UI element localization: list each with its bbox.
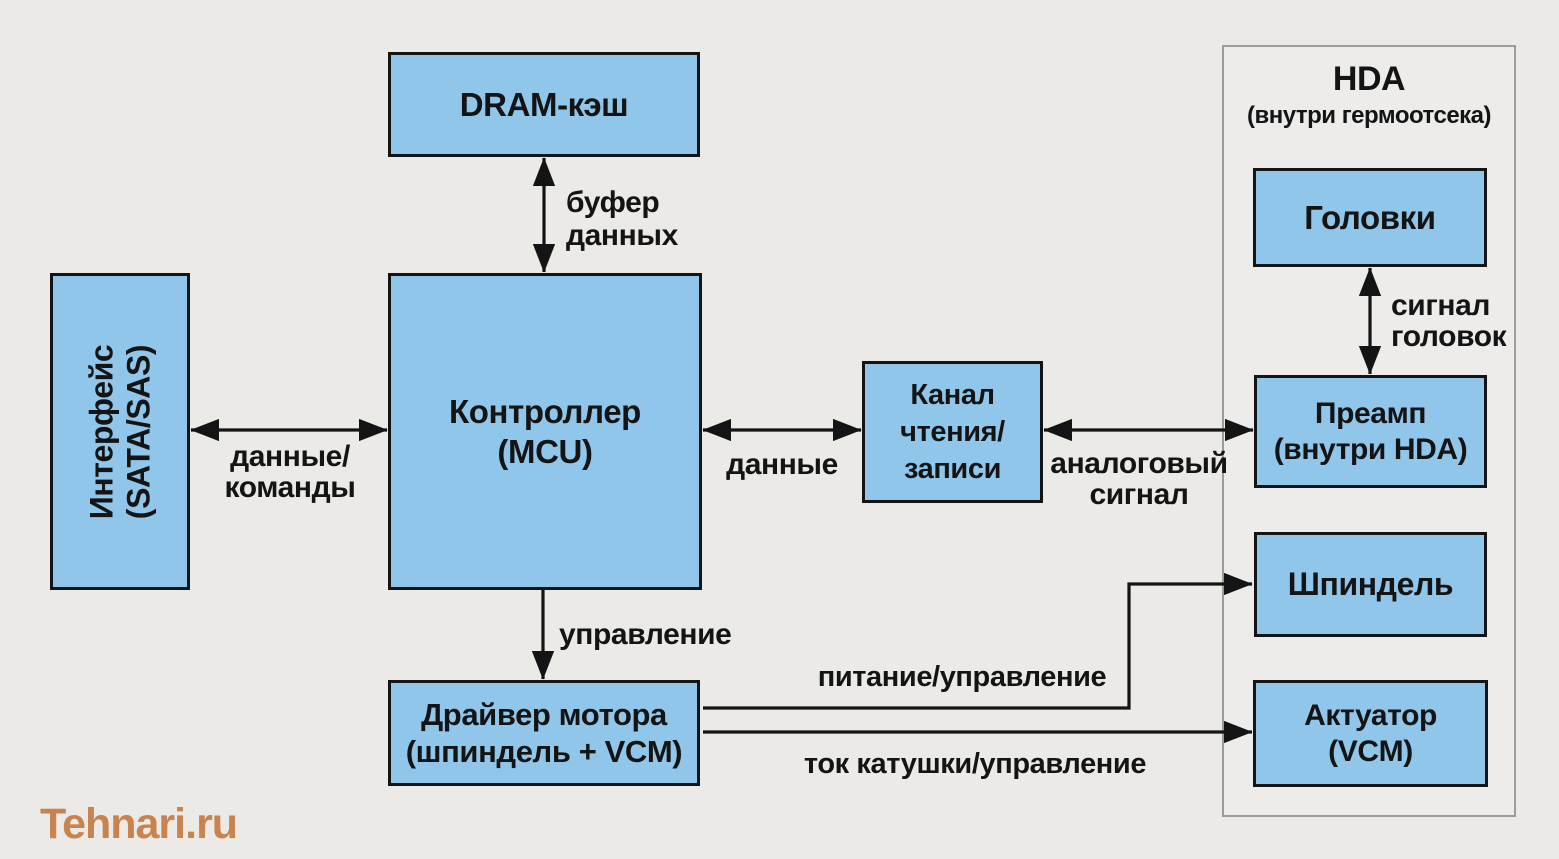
label-data-commands: данные/ команды [224, 440, 356, 504]
box-preamp: Преамп (внутри HDA) [1254, 375, 1487, 488]
box-dram-cache-label: DRAM-кэш [459, 85, 629, 123]
box-motor-driver: Драйвер мотора (шпиндель + VCM) [388, 680, 700, 786]
box-heads-label: Головки [1304, 198, 1436, 236]
label-head-signal: сигнал головок [1391, 289, 1507, 353]
label-buffer-data: буфер данных [566, 186, 678, 252]
watermark-tehnari: Tehnari.ru [40, 800, 238, 848]
box-dram-cache: DRAM-кэш [388, 52, 700, 157]
label-data: данные [726, 448, 838, 481]
hda-title: HDA [1332, 60, 1406, 98]
box-controller: Контроллер (MCU) [388, 273, 702, 590]
box-motor-driver-label: Драйвер мотора (шпиндель + VCM) [405, 697, 683, 769]
label-control: управление [559, 618, 732, 651]
label-analog-signal: аналоговый сигнал [1050, 447, 1228, 511]
box-actuator-label: Актуатор (VCM) [1304, 698, 1437, 768]
box-interface: Интерфейс (SATA/SAS) [50, 273, 190, 590]
box-heads: Головки [1253, 168, 1487, 267]
hda-subtitle: (внутри гермоотсека) [1246, 102, 1492, 129]
box-spindle: Шпиндель [1254, 532, 1487, 637]
box-read-write-channel-label: Канал чтения/ записи [900, 378, 1005, 485]
box-preamp-label: Преамп (внутри HDA) [1273, 396, 1468, 466]
box-controller-label: Контроллер (MCU) [449, 392, 641, 470]
box-interface-label: Интерфейс (SATA/SAS) [83, 344, 156, 519]
box-actuator: Актуатор (VCM) [1253, 680, 1488, 787]
label-coil-current: ток катушки/управление [803, 748, 1147, 780]
box-read-write-channel: Канал чтения/ записи [862, 361, 1043, 503]
label-power-control: питание/управление [817, 661, 1107, 693]
box-spindle-label: Шпиндель [1287, 566, 1454, 602]
